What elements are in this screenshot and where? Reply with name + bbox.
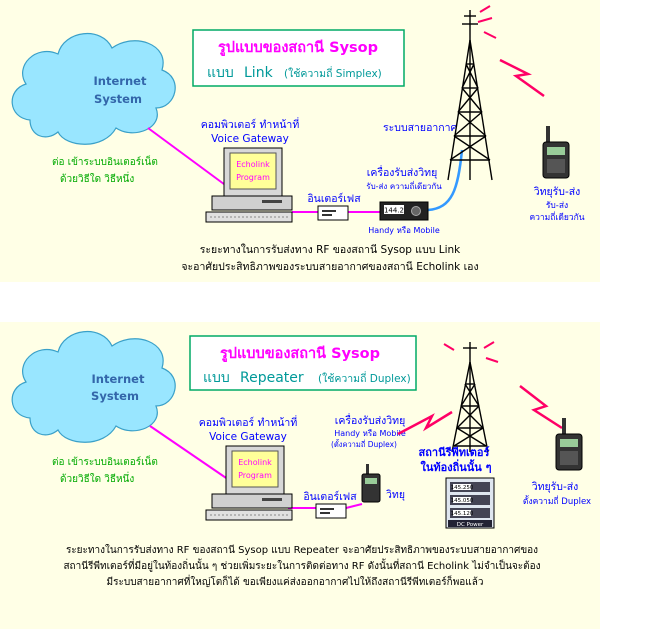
title-box: รูปแบบของสถานี Sysop แบบ Repeater (ใช้คว… — [189, 335, 417, 391]
interface-label: อินเตอร์เฟส — [307, 192, 361, 205]
computer-label-2: Voice Gateway — [209, 431, 287, 443]
connect-line-2: ด้วยวิธีใด วิธีหนึ่ง — [60, 171, 134, 185]
internet-cloud: Internet System — [11, 33, 176, 145]
mode-name: Link — [244, 65, 274, 81]
transceiver-sub: รับ-ส่ง ความถี่เดียวกัน — [366, 180, 442, 191]
page-title: รูปแบบของสถานี Sysop — [218, 39, 378, 56]
handheld-radio-icon — [555, 418, 583, 471]
handheld-line-2: ตั้งความถี่ Duplex — [523, 495, 591, 507]
mode-prefix: แบบ — [207, 65, 234, 81]
interface-label: อินเตอร์เฟส — [303, 490, 357, 503]
computer-label-2: Voice Gateway — [211, 133, 289, 145]
rack-display-2: 145.050 — [451, 498, 474, 504]
computer-icon: Echolink Program — [205, 147, 293, 223]
handheld-line-1: วิทยุรับ-ส่ง — [534, 186, 581, 198]
internet-wire — [147, 127, 233, 191]
computer-label-1: คอมพิวเตอร์ ทำหน้าที่ — [201, 117, 300, 131]
handy-label: Handy หรือ Mobile — [368, 226, 440, 235]
computer-label-1: คอมพิวเตอร์ ทำหน้าที่ — [199, 415, 298, 429]
repeater-label-1: สถานีรีพีทเตอร์ — [419, 446, 490, 459]
mode-prefix: แบบ — [203, 370, 230, 386]
mode-note: (ใช้ความถี่ Duplex) — [318, 371, 411, 385]
connect-line-2: ด้วยวิธีใด วิธีหนึ่ง — [60, 471, 134, 485]
cloud-line-1: Internet — [92, 372, 145, 386]
screen-line-1: Echolink — [236, 160, 270, 169]
signal-bolt-icon — [519, 385, 563, 430]
caption-line-2: สถานีรีพีทเตอร์ที่มีอยู่ในท้องถิ่นนั้น ๆ… — [63, 558, 540, 572]
caption-line-2: จะอาศัยประสิทธิภาพของระบบสายอากาศของสถาน… — [181, 260, 478, 273]
mode-note: (ใช้ความถี่ Simplex) — [284, 66, 382, 80]
handheld-radio-icon — [361, 464, 381, 503]
screen-line-2: Program — [238, 471, 272, 480]
mode-name: Repeater — [240, 370, 304, 386]
screen-line-1: Echolink — [238, 458, 272, 467]
link-diagram-panel: Internet System รูปแบบของสถานี Sysop แบบ… — [0, 0, 600, 282]
page-title: รูปแบบของสถานี Sysop — [220, 345, 380, 362]
radio-label: วิทยุ — [386, 489, 405, 501]
interface-radio-wire — [345, 503, 363, 509]
caption-line-1: ระยะทางในการรับส่งทาง RF ของสถานี Sysop … — [200, 243, 461, 256]
transceiver-sub-1: Handy หรือ Mobile — [334, 429, 406, 438]
cloud-line-2: System — [91, 389, 139, 403]
rack-display-1: 145.250 — [451, 485, 474, 491]
internet-wire — [149, 425, 233, 483]
repeater-rack-icon: 145.250 145.050 145.120 DC Power — [445, 477, 495, 529]
transceiver-label: เครื่องรับส่งวิทยุ — [367, 165, 438, 179]
handheld-line-2: รับ-ส่ง — [546, 201, 568, 211]
rack-display-3: 145.120 — [451, 511, 474, 517]
interface-box-icon — [317, 205, 349, 221]
title-box: รูปแบบของสถานี Sysop แบบ Link (ใช้ความถี… — [192, 29, 405, 87]
caption-line-1: ระยะทางในการรับส่งทาง RF ของสถานี Sysop … — [66, 544, 538, 556]
handheld-line-3: ความถี่เดียวกัน — [529, 211, 584, 223]
internet-cloud: Internet System — [11, 331, 176, 443]
connect-line-1: ต่อ เข้าระบบอินเตอร์เน็ต — [52, 154, 158, 168]
transceiver-sub-2: (ตั้งความถี่ Duplex) — [331, 439, 397, 449]
computer-icon: Echolink Program — [205, 445, 293, 521]
handheld-line-1: วิทยุรับ-ส่ง — [532, 481, 579, 493]
signal-wave-icon — [443, 341, 499, 363]
repeater-diagram-panel: Internet System รูปแบบของสถานี Sysop แบบ… — [0, 322, 600, 629]
repeater-tower-icon — [451, 342, 489, 453]
handheld-radio-icon — [542, 126, 570, 179]
interface-box-icon — [315, 503, 347, 519]
signal-wave-icon — [477, 5, 497, 39]
caption-line-3: มีระบบสายอากาศที่ใหญ่โตก็ได้ ขอเพียงแค่ส… — [107, 574, 484, 588]
radio-display: 144.2 — [384, 207, 404, 215]
dc-power-label: DC Power — [457, 522, 484, 528]
transceiver-label: เครื่องรับส่งวิทยุ — [335, 413, 406, 427]
mobile-radio-icon: 144.2 — [379, 201, 429, 221]
connect-line-1: ต่อ เข้าระบบอินเตอร์เน็ต — [52, 454, 158, 468]
antenna-tower-icon — [447, 10, 493, 181]
signal-bolt-icon — [499, 58, 545, 98]
cloud-line-1: Internet — [94, 74, 147, 88]
signal-bolt-icon — [397, 410, 453, 436]
coax-cable — [427, 149, 464, 212]
screen-line-2: Program — [236, 173, 270, 182]
repeater-label-2: ในท้องถิ่นนั้น ๆ — [420, 459, 491, 474]
cloud-line-2: System — [94, 92, 142, 106]
antenna-system-label: ระบบสายอากาศ — [383, 122, 458, 134]
